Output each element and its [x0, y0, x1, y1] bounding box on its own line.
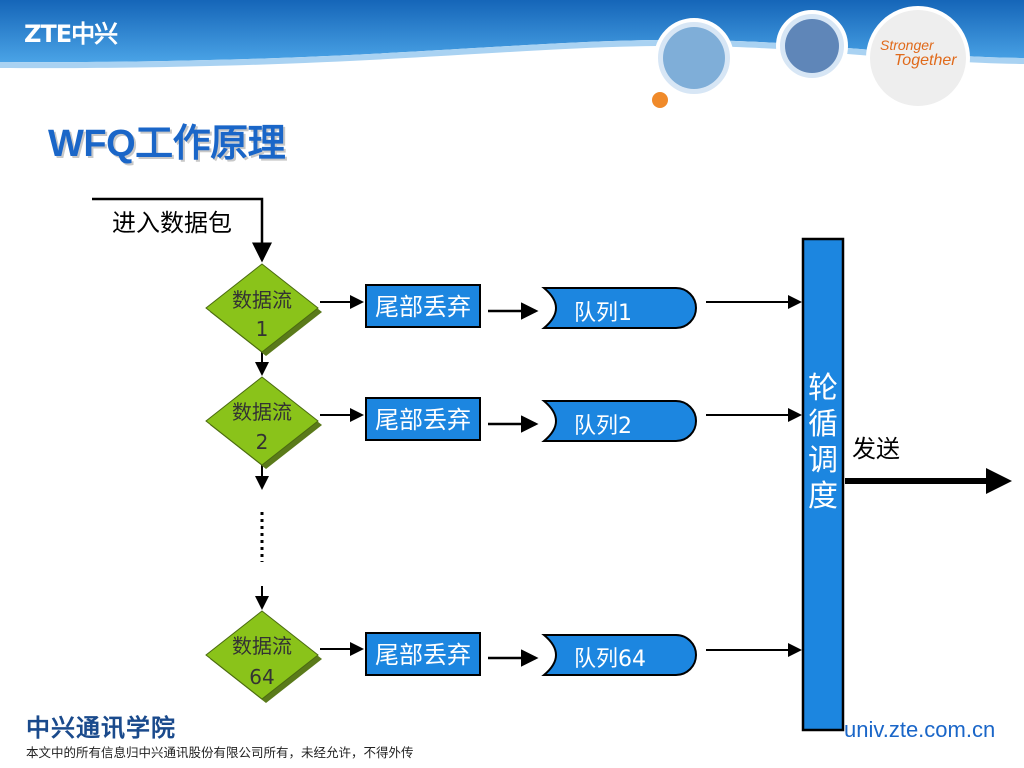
header-banner: ZTE中兴 Stronger Together — [0, 0, 1024, 110]
tail-drop-box-1 — [365, 284, 481, 328]
flow-row-2: 数据流 2 尾部丢弃 队列2 — [205, 376, 802, 469]
input-arrow — [92, 197, 272, 263]
queue-label-64: 队列64 — [574, 647, 646, 672]
flow-label-1: 数据流 — [232, 288, 292, 312]
queue-shape-64 — [541, 634, 697, 676]
queue-shape-2 — [541, 400, 697, 442]
tail-drop-label-64: 尾部丢弃 — [375, 641, 471, 669]
input-label: 进入数据包 — [112, 209, 232, 237]
flow-number-2: 2 — [256, 430, 269, 454]
tail-drop-label-2: 尾部丢弃 — [375, 406, 471, 434]
slogan-line2: Together — [894, 52, 957, 69]
queue-shape-1 — [541, 287, 697, 329]
scheduler-char-1: 轮 — [808, 371, 838, 406]
tail-drop-box-2 — [365, 397, 481, 441]
flow-diamond-2 — [205, 376, 319, 466]
footer-org-name: 中兴通讯学院 — [26, 713, 176, 742]
flow-row-64: 数据流 64 尾部丢弃 队列64 — [205, 610, 802, 703]
scheduler-char-3: 调 — [808, 443, 838, 478]
scheduler-char-2: 循 — [808, 407, 838, 442]
flow-number-64: 64 — [249, 665, 274, 689]
footer-url: univ.zte.com.cn — [844, 717, 996, 742]
flow-row-1: 数据流 1 尾部丢弃 队列1 — [205, 263, 802, 356]
round-robin-scheduler — [801, 237, 845, 732]
scheduler-char-4: 度 — [808, 479, 838, 514]
flow-label-64: 数据流 — [232, 634, 292, 658]
queue-label-1: 队列1 — [574, 301, 632, 326]
flow-diamond-64 — [205, 610, 319, 700]
header-wave — [0, 0, 1024, 110]
send-arrowhead — [986, 468, 1012, 494]
send-label: 发送 — [852, 435, 900, 463]
slogan-line1: Stronger — [880, 37, 934, 53]
tail-drop-box-64 — [365, 632, 481, 676]
queue-label-2: 队列2 — [574, 414, 632, 439]
tail-drop-label-1: 尾部丢弃 — [375, 293, 471, 321]
flow-diamond-1 — [205, 263, 319, 353]
zte-logo: ZTE中兴 — [24, 20, 118, 48]
flow-label-2: 数据流 — [232, 400, 292, 424]
slide-title: WFQ工作原理 — [48, 123, 286, 165]
flow-number-1: 1 — [256, 317, 269, 341]
footer-copyright: 本文中的所有信息归中兴通讯股份有限公司所有，未经允许，不得外传 — [26, 745, 414, 760]
